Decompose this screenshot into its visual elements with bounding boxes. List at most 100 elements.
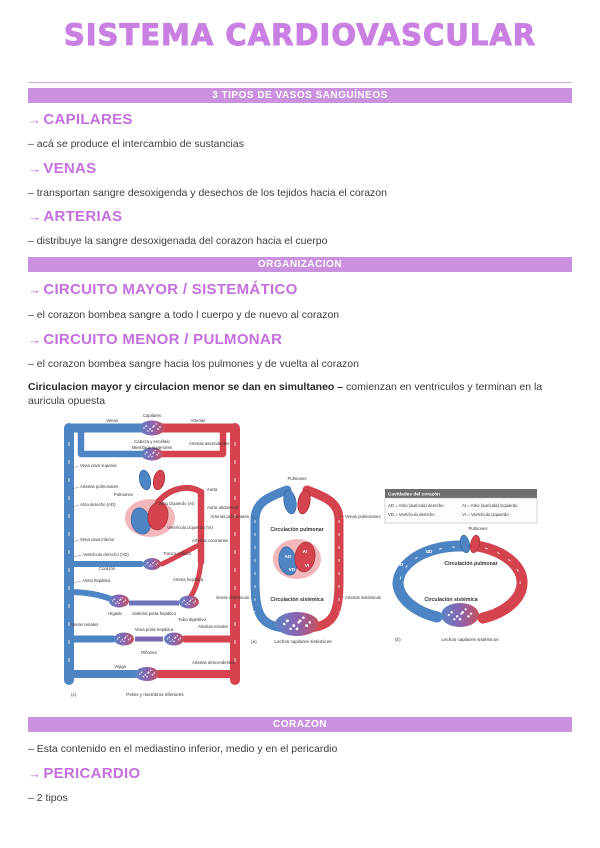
ring-ai: AI [501,588,506,594]
capillary-bed-kidney [164,632,184,646]
panel-caption: Lechos capilares sistémicos [274,639,332,644]
heading-circuito-menor: →CIRCUITO MENOR / PULMONAR [28,331,282,348]
label-cabeza: Cabeza y encéfalo [134,439,170,444]
label-venas-pulmonares: Venas pulmonares [345,514,381,519]
label-arterias: Arterias [191,418,206,423]
heading-circuito-menor-label: CIRCUITO MENOR / PULMONAR [43,331,283,348]
dash-icon: – [28,358,34,370]
capillary-bed-coronary [143,558,161,570]
note-rest-text: comienzan en ventriculos y terminan en l… [28,381,543,408]
dash-icon: – [28,792,34,804]
heading-capilares: →CAPILARES [28,111,133,128]
desc-venas-text: transportan sangre desoxigenda y desecho… [36,187,387,199]
ring-vd: VD [426,549,433,555]
desc-corazon: – Esta contenido en el mediastino inferi… [28,742,576,756]
panel-caption: Lechos capilares sistémicos [441,637,499,642]
lungs [283,489,311,515]
heading-circuito-mayor: →CIRCUITO MAYOR / SISTEMÁTICO [28,281,298,298]
heading-capilares-label: CAPILARES [43,111,133,128]
label-arterias-descendentes: Arterias descendentes [192,660,235,665]
label-tronco-celiaco: Tronco celíaco [163,551,192,556]
label-arteria-hepatica: Arteria hepática [173,577,204,582]
label-pulmones: Pulmones [114,492,133,497]
note-simultaneo: Ciriculacion mayor y circulacion menor s… [28,380,576,408]
capillary-bed [139,420,165,436]
capillary-bed-systemic [275,612,319,636]
label-ventriculo-derecho: Ventrículo derecho (VD) [83,552,129,557]
legend-ai: AI = Atrio (aurícula) izquierdo [462,503,518,508]
label-vena-hepatica: Vena hepática [83,578,111,583]
legend-title: Cavidades del corazón [388,492,440,498]
label-higado: Hígado [108,611,122,616]
label-atrio-izquierdo: Atrio izquierdo (AI) [159,501,195,506]
label-arterias-sistemicas: Arterias sistémicas [345,595,381,600]
capillary-bed-systemic [441,603,479,627]
desc-pericardio: – 2 tipos [28,791,576,805]
dash-icon: – [28,309,34,321]
label-miembros: Miembros superiores [132,445,172,450]
chamber-vd: VD [289,567,296,573]
heart: AD VD AI VI [273,539,321,579]
label-atrio-derecho: Atrio derecho (AD) [80,502,116,507]
chamber-ai: AI [303,549,308,555]
note-bold-text: Ciriculacion mayor y circulacion menor s… [28,381,344,393]
dash-icon: – [28,743,34,755]
lungs [138,469,166,491]
label-venas: Venas [106,418,118,423]
label-tubo-digestivo: Tubo digestivo [178,617,206,622]
label-circulacion-sistemica: Circulación sistémica [270,597,323,603]
chamber-vi: VI [305,563,310,569]
circulation-diagram: Venas Capilares Arterias Cabeza y encéfa… [64,413,538,697]
heading-arterias-label: ARTERIAS [43,208,123,225]
label-vejiga: Vejiga [114,664,126,669]
capillary-bed-liver [109,594,129,608]
section-bar-corazon: CORAZON [28,717,572,732]
capillary-bed-kidney [114,632,134,646]
heart [125,484,204,537]
label-sistema-porta: Sistema porta hepático [132,611,177,616]
dash-icon: – [28,187,34,199]
label-arterias-coronarias: Arterias coronarias [192,538,228,543]
section-bar-vasos: 3 TIPOS DE VASOS SANGUÍNEOS [28,88,572,103]
label-vena-cava-superior: Vena cava superior [80,463,117,468]
desc-circuito-mayor-text: el corazon bombea sangre a todo l cuerpo… [36,309,340,321]
panel-letter: (b) [395,637,401,642]
label-circulacion-sistemica: Circulación sistémica [424,597,477,603]
desc-circuito-menor-text: el corazon bombea sangre hacia los pulmo… [36,358,359,370]
panel-letter: (c) [71,692,77,697]
arrow-icon: → [28,766,42,781]
label-arterias-pulmonares: Arterias pulmonares [80,484,118,489]
arrow-icon: → [28,161,42,176]
lungs [459,534,481,554]
right-heart [278,546,298,576]
label-arterias-pulmonares: Arterias pulmonares [211,514,249,519]
page-title: SISTEMA CARDIOVASCULAR [63,18,537,53]
capillary-bed-pelvis [135,667,159,681]
desc-arterias-text: distribuye la sangre desoxigenada del co… [36,235,328,247]
desc-capilares-text: acá se produce el intercambio de sustanc… [36,138,244,150]
label-arterias-ascendentes: Arterias ascendentes [189,441,229,446]
legend-vd: VD = Ventrículo derecho [388,512,435,517]
ring-vi: VI [489,606,494,612]
legend-ad: AD = Atrio (aurícula) derecho [388,503,444,508]
label-ventriculo-izquierdo: Ventrículo izquierdo (VI) [167,525,213,530]
heading-venas-label: VENAS [43,160,97,177]
left-heart [294,541,316,573]
aorta-arch [155,484,204,505]
desc-capilares: – acá se produce el intercambio de susta… [28,137,576,151]
dash-icon: – [28,235,34,247]
left-heart [147,501,169,531]
label-venas-sistemicas: Venas sistémicas [216,595,249,600]
chamber-ad: AD [285,554,292,560]
capillary-bed-digestive [179,595,199,609]
panel-caption: Pelvis y miembros inferiores [126,692,184,697]
desc-arterias: – distribuye la sangre desoxigenada del … [28,234,576,248]
desc-pericardio-text: 2 tipos [36,792,68,804]
label-capilares: Capilares [143,413,161,418]
label-aorta-abdominal: Aorta abdominal [207,505,238,510]
heading-pericardio-label: PERICARDIO [43,765,141,782]
panel-letter: (a) [251,639,257,644]
heading-arterias: →ARTERIAS [28,208,122,225]
panel-ring-schematic: Cavidades del corazón AD = Atrio (aurícu… [384,489,538,642]
label-pulmones: Pulmones [468,526,487,531]
